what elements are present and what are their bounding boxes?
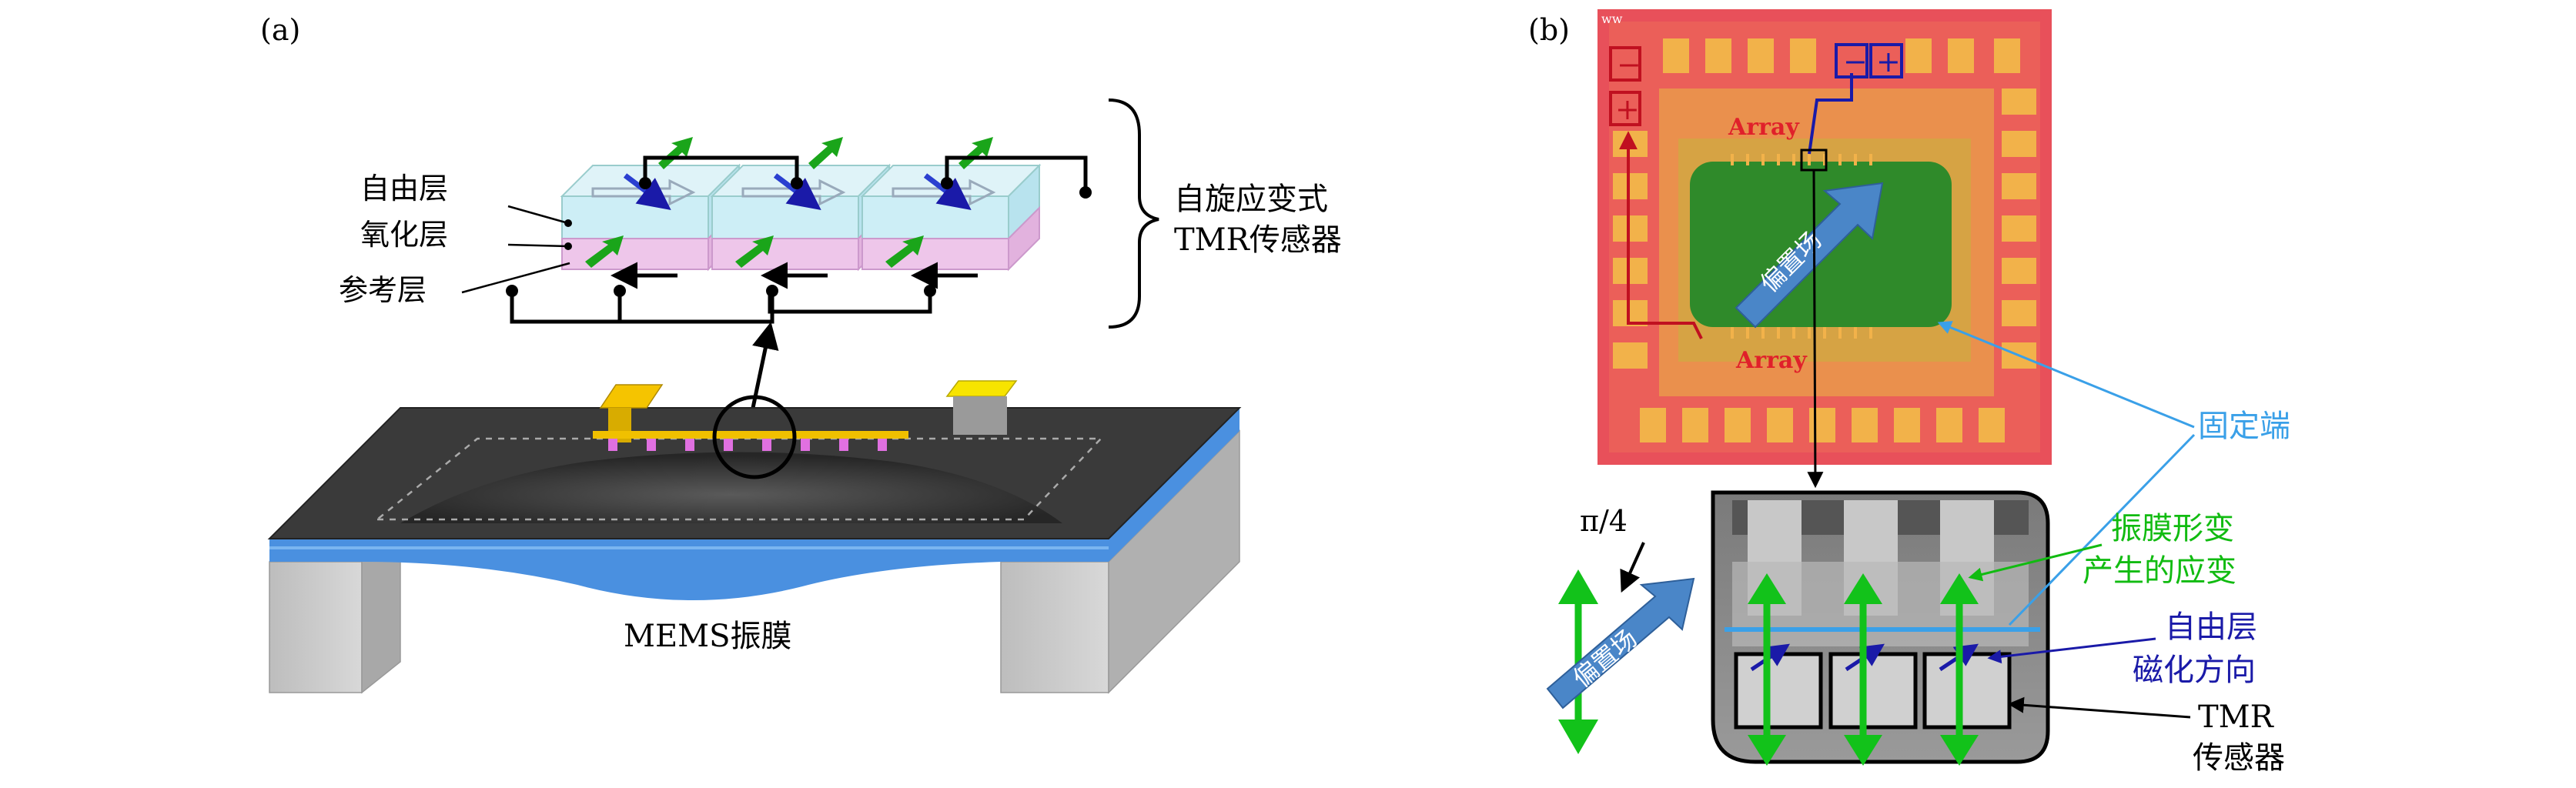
panel-a-label: (a) xyxy=(260,13,300,47)
membrane-label: MEMS振膜 xyxy=(624,619,792,654)
oxide-layer-leader xyxy=(507,243,569,248)
angle-leader xyxy=(1620,542,1645,593)
oxide-layer-leader-dot xyxy=(564,242,572,250)
terminal-right-plus: + xyxy=(1876,45,1901,78)
terminal-left-plus: + xyxy=(1615,92,1640,126)
terminal-right-minus-box xyxy=(1835,43,1868,78)
free-layer-label: 自由层 xyxy=(360,172,448,205)
terminal-right-minus: − xyxy=(1843,45,1868,78)
sensor-wiring xyxy=(510,155,1088,324)
fixed-end-leader-bottom xyxy=(2008,433,2196,626)
navy-trace xyxy=(1808,73,1853,155)
strain-leader xyxy=(1968,543,2103,582)
zoom-line-b xyxy=(1807,169,1824,489)
strain-label-line1: 振膜形变 xyxy=(2111,511,2234,546)
sensor-label-line2: TMR传感器 xyxy=(1174,222,1342,258)
strain-green-arrows xyxy=(585,137,993,268)
tmr-sensor-line2: 传感器 xyxy=(2193,740,2285,776)
angle-label: π/4 xyxy=(1580,504,1628,538)
terminal-left-minus-box xyxy=(1609,46,1641,82)
free-layer-leader-dot xyxy=(564,219,572,227)
mems-membrane-device xyxy=(267,380,1242,694)
tmr-sensor-stack xyxy=(506,137,1092,324)
chip-corner-mark: ww xyxy=(1601,12,1623,26)
terminal-right-plus-box xyxy=(1869,43,1903,78)
array-label-top: Array xyxy=(1728,114,1800,141)
oxide-layer-label: 氧化层 xyxy=(360,218,448,252)
strain-label-line2: 产生的应变 xyxy=(2083,553,2236,589)
terminal-left-minus: − xyxy=(1617,48,1641,82)
zoom-arrow-a xyxy=(751,322,779,409)
reference-layer-label: 参考层 xyxy=(339,273,427,307)
panel-b-label: (b) xyxy=(1528,13,1570,47)
tmr-sensor-leader xyxy=(2007,696,2191,719)
terminal-left-plus-box xyxy=(1609,91,1641,126)
sensor-label-line1: 自旋应变式 xyxy=(1174,182,1328,217)
fixed-end-label: 固定端 xyxy=(2198,409,2290,444)
sensor-row-on-membrane xyxy=(593,431,908,451)
wiring-dots xyxy=(506,177,1092,297)
zoom-circle-a xyxy=(712,395,797,479)
array-label-bottom: Array xyxy=(1735,347,1808,374)
terminals-left: − + xyxy=(1609,46,1641,126)
zoomed-sensor-photo xyxy=(1711,490,2050,766)
strain-double-arrows xyxy=(1763,585,1963,754)
free-layer-dir-line2: 磁化方向 xyxy=(2133,653,2256,688)
terminals-right: − + xyxy=(1835,43,1903,78)
free-layer-dir-line1: 自由层 xyxy=(2165,609,2257,645)
free-layer-dir-leader xyxy=(1987,637,2156,664)
zoomed-sensor-boxes xyxy=(1734,652,2012,730)
tmr-sensor-line1: TMR xyxy=(2198,700,2275,735)
sensor-brace xyxy=(1108,98,1159,329)
reference-layer-leader xyxy=(461,262,570,294)
layer-labels: 自由层 氧化层 参考层 xyxy=(339,172,572,307)
red-trace xyxy=(1627,135,1703,339)
free-layer-leader xyxy=(507,205,569,225)
fixed-end-leader-top xyxy=(1937,321,2195,429)
free-layer-blue-arrows xyxy=(623,173,972,211)
